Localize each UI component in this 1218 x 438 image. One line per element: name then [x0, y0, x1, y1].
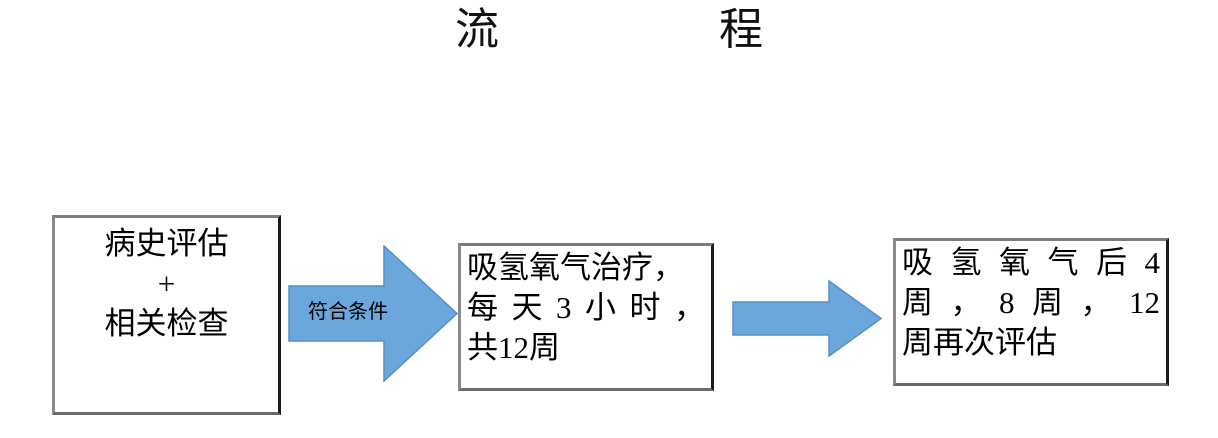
- flow-step-follow-up-assessment-text: 吸氢氧气后4 周，8周，12 周再次评估: [896, 241, 1166, 363]
- flow-step-hydrogen-oxygen-therapy-line-3: 共12周: [467, 330, 560, 365]
- flow-step-follow-up-assessment-line-1: 吸氢氧气后4: [902, 245, 1160, 280]
- flow-step-history-evaluation: 病史评估 + 相关检查: [52, 215, 281, 415]
- flow-step-history-evaluation-line-2: +: [157, 266, 176, 301]
- flow-step-hydrogen-oxygen-therapy: 吸氢氧气治疗， 每天3小时， 共12周: [458, 243, 714, 391]
- page-title: 流 程: [455, 5, 807, 54]
- flow-step-hydrogen-oxygen-therapy-line-1: 吸氢氧气治疗，: [467, 250, 684, 285]
- flow-connector-arrow-meets-criteria: 符合条件: [288, 245, 458, 382]
- flow-step-history-evaluation-line-3: 相关检查: [104, 306, 229, 341]
- flow-connector-arrow-plain: [732, 280, 882, 357]
- flow-connector-arrow-meets-criteria-label: 符合条件: [308, 301, 388, 323]
- flow-step-history-evaluation-line-1: 病史评估: [104, 226, 229, 261]
- flow-step-follow-up-assessment: 吸氢氧气后4 周，8周，12 周再次评估: [893, 238, 1169, 386]
- flow-step-hydrogen-oxygen-therapy-text: 吸氢氧气治疗， 每天3小时， 共12周: [461, 246, 711, 368]
- right-arrow-icon: [732, 280, 882, 357]
- flow-step-follow-up-assessment-line-2: 周，8周，12: [902, 285, 1160, 320]
- flow-step-history-evaluation-text: 病史评估 + 相关检查: [55, 218, 278, 344]
- right-arrow-icon: [288, 245, 458, 382]
- flow-step-hydrogen-oxygen-therapy-line-2: 每天3小时，: [467, 290, 705, 325]
- flow-step-follow-up-assessment-line-3: 周再次评估: [902, 325, 1057, 360]
